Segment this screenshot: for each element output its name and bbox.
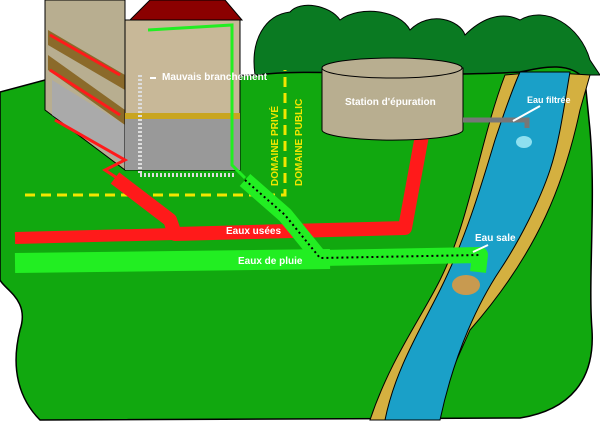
filtered-water-label: Eau filtrée <box>527 95 571 105</box>
dirty-water-label: Eau sale <box>475 233 516 244</box>
treatment-plant-tank <box>321 57 464 141</box>
bad-connection-pipe <box>138 75 235 177</box>
treatment-plant-label: Station d'épuration <box>345 97 436 108</box>
trees <box>253 4 600 76</box>
gutter-pipe <box>147 23 247 180</box>
property-boundary-line <box>25 70 287 197</box>
rainwater-label: Eaux de pluie <box>238 256 303 267</box>
public-domain-label: DOMAINE PUBLIC <box>294 98 305 186</box>
interior-wastewater-pipes <box>49 33 129 182</box>
roof <box>128 0 244 21</box>
wastewater-label: Eaux usées <box>226 226 282 237</box>
bad-connection-label: Mauvais branchement <box>162 72 268 83</box>
river <box>384 71 571 421</box>
dirty-plume <box>452 275 480 295</box>
private-domain-label: DOMAINE PRIVÉ <box>270 105 281 186</box>
splash <box>516 136 532 148</box>
outlet-pipe <box>463 117 530 128</box>
